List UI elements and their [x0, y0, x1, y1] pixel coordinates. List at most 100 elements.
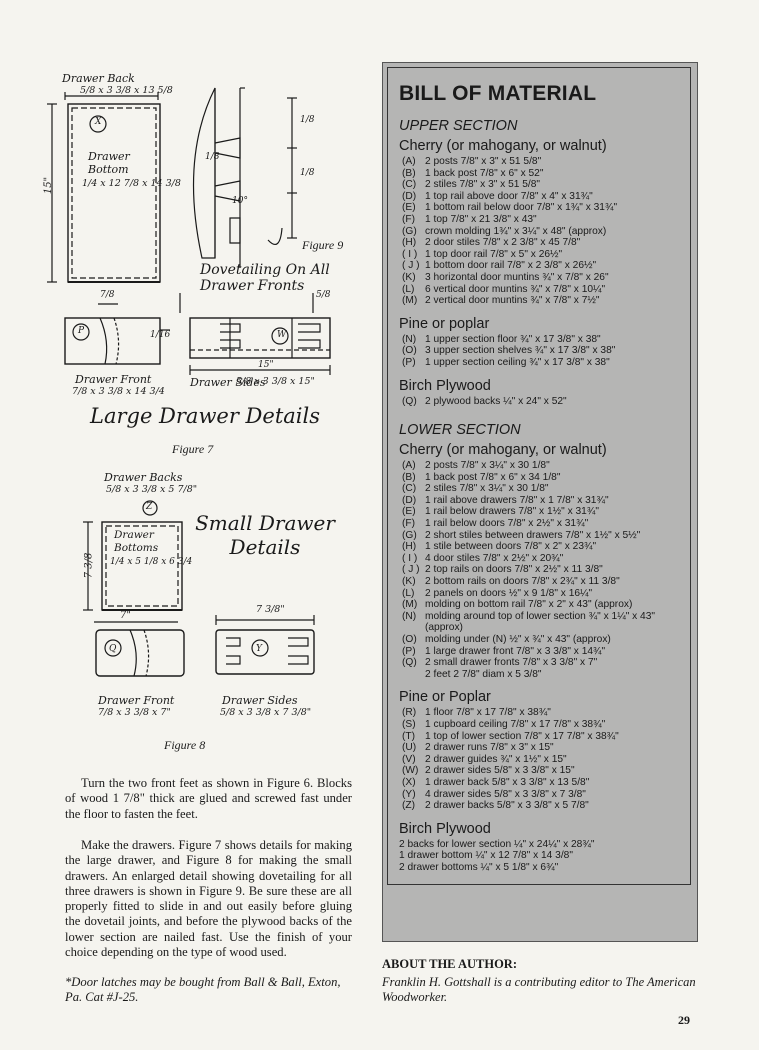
item-letter: ( J ): [402, 564, 420, 576]
item-description: 2 small drawer fronts 7/8" x 3 3/8" x 7": [425, 657, 598, 669]
item-description: 2 drawer backs 5/8" x 3 3/8" x 5 7/8": [425, 800, 589, 812]
item-description: 1 stile between doors 7/8" x 2" x 23¾": [425, 541, 597, 553]
item-letter: (W): [402, 765, 419, 777]
item-letter: (T): [402, 730, 416, 742]
upper-item-row: (H)2 door stiles 7/8" x 2 3/8" x 45 7/8": [399, 237, 690, 249]
item-description: 1 rail below doors 7/8" x 2½" x 31¾": [425, 518, 589, 530]
item-description: 1 large drawer front 7/8" x 3 3/8" x 14¾…: [425, 645, 606, 657]
fig7-dim-1-16: 1/16: [150, 330, 171, 340]
fig7-w-marker: W: [277, 330, 287, 340]
fig7-title: Large Drawer Details: [90, 404, 320, 428]
item-description: 3 horizontal door muntins ¾" x 7/8" x 26…: [425, 271, 609, 283]
body-paragraph-1: Turn the two front feet as shown in Figu…: [65, 776, 352, 821]
footnote: *Door latches may be bought from Ball & …: [65, 975, 341, 1005]
upper-item-row: (C)2 stiles 7/8" x 3" x 51 5/8": [399, 179, 690, 191]
item-letter: (Q): [402, 657, 417, 669]
fig7-side-length: 15": [258, 360, 274, 370]
fig9-caption: Figure 9: [302, 238, 344, 252]
item-letter: (L): [402, 283, 415, 295]
lower-item-row: (C)2 stiles 7/8" x 3¼" x 30 1/8": [399, 483, 690, 495]
item-letter: (D): [402, 190, 417, 202]
item-description: 1 top 7/8" x 21 3/8" x 43": [425, 213, 537, 225]
upper-item-row: ( J )1 bottom door rail 7/8" x 2 3/8" x …: [399, 260, 690, 272]
item-letter: ( I ): [402, 248, 418, 260]
item-description: 1 top of lower section 7/8" x 17 7/8" x …: [425, 730, 619, 742]
item-letter: (H): [402, 237, 417, 249]
item-letter: (X): [402, 776, 416, 788]
upper-item-row: (L) 6 vertical door muntins ¾" x 7/8" x 1…: [399, 284, 690, 296]
upper-item-row: (Q)2 plywood backs ¼" x 24" x 52": [399, 396, 690, 408]
item-description: 2 posts 7/8" x 3¼" x 30 1/8": [425, 460, 550, 472]
lower-item-row: ( J ) 2 top rails on doors 7/8" x 2½" x 1…: [399, 564, 690, 576]
item-letter: (Q): [402, 395, 417, 407]
body-paragraph-2: Make the drawers. Figure 7 shows details…: [65, 838, 352, 960]
item-description: 2 panels on doors ½" x 9 1/8" x 16¼": [425, 587, 593, 599]
item-description: 1 cupboard ceiling 7/8" x 17 7/8" x 38¾": [425, 718, 606, 730]
item-letter: (H): [402, 541, 417, 553]
upper-item-row: (F) 1 top 7/8" x 21 3/8" x 43": [399, 214, 690, 226]
figure-7-drawing: [47, 87, 331, 375]
item-letter: (B): [402, 471, 416, 483]
lower-item-row: (E)1 rail below drawers 7/8" x 1½" x 31¾…: [399, 506, 690, 518]
fig8-y-marker: Y: [256, 644, 262, 654]
item-letter: (N): [402, 610, 417, 622]
lower-item-row: (N)molding around top of lower section ¾…: [399, 611, 690, 634]
item-description: 2 drawer sides 5/8" x 3 3/8" x 15": [425, 765, 575, 777]
lower-item-row: (A) 2 posts 7/8" x 3¼" x 30 1/8": [399, 460, 690, 472]
item-letter: (M): [402, 295, 418, 307]
lower-plywood-row: 1 drawer bottom ¼" x 12 7/8" x 14 3/8": [399, 850, 573, 862]
item-letter: (M): [402, 599, 418, 611]
lower-item-row: (V)2 drawer guides ¾" x 1½" x 15": [399, 754, 690, 766]
item-letter: (C): [402, 483, 417, 495]
upper-item-row: (A)2 posts 7/8" x 3" x 51 5/8": [399, 156, 690, 168]
lower-item-row: (Z) 2 drawer backs 5/8" x 3 3/8" x 5 7/8": [399, 800, 690, 812]
fig9-dim-b: 1/8: [300, 168, 315, 178]
fig7-drawer-back-label: Drawer Back: [62, 72, 135, 85]
item-letter: (G): [402, 529, 417, 541]
item-letter: (C): [402, 179, 417, 191]
item-letter: (D): [402, 494, 417, 506]
item-letter: (F): [402, 213, 416, 225]
lower-item-row: (F) 1 rail below doors 7/8" x 2½" x 31¾": [399, 518, 690, 530]
upper-item-row: (E)1 bottom rail below door 7/8" x 1¾" x…: [399, 202, 690, 214]
author-bio: Franklin H. Gottshall is a contributing …: [382, 975, 696, 1004]
fig8-title: Small Drawer Details: [195, 511, 335, 559]
item-description: 1 back post 7/8" x 6" x 52": [425, 167, 544, 179]
item-letter: (P): [402, 645, 416, 657]
item-description: 2 vertical door muntins ¾" x 7/8" x 7½": [425, 295, 600, 307]
item-description: 6 vertical door muntins ¾" x 7/8" x 10¼": [425, 283, 606, 295]
item-description: 2 top rails on doors 7/8" x 2½" x 11 3/8…: [425, 564, 603, 576]
item-description: 1 floor 7/8" x 17 7/8" x 38¾": [425, 707, 551, 719]
fig7-caption: Figure 7: [172, 442, 214, 456]
lower-item-row: 2 feet 2 7/8" diam x 5 3/8": [399, 669, 690, 681]
bom-lower-heading: LOWER SECTION: [399, 422, 521, 439]
item-letter: (Z): [402, 800, 416, 812]
item-description: 2 drawer guides ¾" x 1½" x 15": [425, 753, 567, 765]
item-letter: (A): [402, 460, 416, 472]
upper-item-row: (B) 1 back post 7/8" x 6" x 52": [399, 168, 690, 180]
item-description: 1 upper section ceiling ¾" x 17 3/8" x 3…: [425, 356, 610, 368]
item-description: 2 short stiles between drawers 7/8" x 1½…: [425, 529, 641, 541]
fig7-x-marker: X: [95, 117, 102, 127]
upper-wood-type: Birch Plywood: [399, 377, 491, 394]
item-description: 1 bottom door rail 7/8" x 2 3/8" x 26½": [425, 260, 597, 272]
upper-item-row: (D)1 top rail above door 7/8" x 4" x 31¾…: [399, 191, 690, 203]
author-heading: ABOUT THE AUTHOR:: [382, 957, 517, 971]
item-letter: (N): [402, 333, 417, 345]
item-letter: (A): [402, 156, 416, 167]
item-letter: (K): [402, 271, 416, 283]
upper-item-row: (O)3 upper section shelves ¾" x 17 3/8" …: [399, 345, 690, 357]
lower-item-row: (X)1 drawer back 5/8" x 3 3/8" x 13 5/8": [399, 777, 690, 789]
fig7-p-marker: P: [78, 326, 85, 336]
item-description: 1 rail below drawers 7/8" x 1½" x 31¾": [425, 506, 599, 518]
item-letter: (B): [402, 167, 416, 179]
bom-upper-heading: UPPER SECTION: [399, 118, 518, 134]
lower-item-row: ( I )4 door stiles 7/8" x 2½" x 20¾": [399, 553, 690, 565]
item-description: 1 upper section floor ¾" x 17 3/8" x 38": [425, 333, 601, 345]
lower-wood-type: Birch Plywood: [399, 820, 491, 837]
fig8-caption: Figure 8: [164, 738, 206, 752]
bill-of-material-box: BILL OF MATERIAL UPPER SECTION Cherry (o…: [382, 62, 698, 942]
fig8-drawer-bottoms-label: Drawer Bottoms: [114, 529, 159, 554]
item-letter: (F): [402, 518, 416, 530]
fig8-drawer-backs-label: Drawer Backs: [104, 471, 183, 484]
